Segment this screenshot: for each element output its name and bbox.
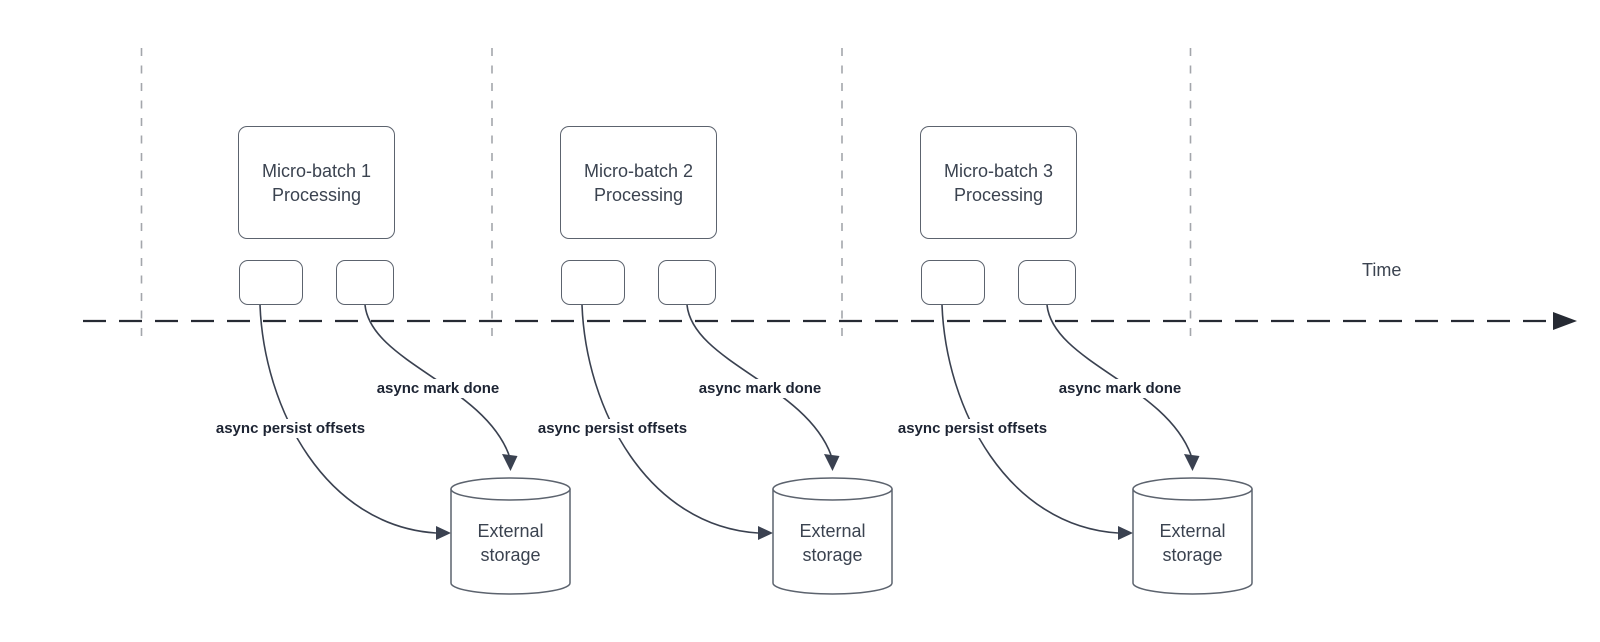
micro-batch-2-processing-box: Micro-batch 2 Processing (560, 126, 717, 239)
offset-commit-box (239, 260, 303, 305)
micro-batch-1-processing-box: Micro-batch 1 Processing (238, 126, 395, 239)
async-mark-done-label: async mark done (366, 379, 510, 398)
processing-box-title-line1: Micro-batch 1 (261, 160, 372, 181)
processing-box-title-line2: Processing (593, 184, 684, 205)
offset-commit-box (561, 260, 625, 305)
persist-offsets-arrowhead-icon (758, 526, 773, 540)
mark-done-arrowhead-icon (502, 454, 518, 471)
time-axis-label: Time (1362, 260, 1402, 280)
mark-done-box (1018, 260, 1076, 305)
micro-batch-3-connectors (941, 304, 1253, 595)
external-storage-label-line2: storage (480, 545, 541, 565)
async-mark-done-label: async mark done (688, 379, 832, 398)
persist-offsets-arrowhead-icon (436, 526, 451, 540)
external-storage-label-line1: External (1159, 521, 1226, 541)
persist-offsets-arrow (581, 304, 759, 534)
mark-done-arrowhead-icon (1184, 454, 1200, 471)
external-storage-cylinder (1132, 489, 1253, 595)
processing-box-title-line2: Processing (953, 184, 1044, 205)
persist-offsets-arrowhead-icon (1118, 526, 1133, 540)
external-storage-cylinder-top (1132, 477, 1253, 501)
mark-done-box (658, 260, 716, 305)
mark-done-arrowhead-icon (824, 454, 840, 471)
processing-box-title-line2: Processing (271, 184, 362, 205)
persist-offsets-arrow (941, 304, 1119, 534)
processing-box-title-line1: Micro-batch 3 (943, 160, 1054, 181)
micro-batch-3-processing-box: Micro-batch 3 Processing (920, 126, 1077, 239)
micro-batch-2-connectors (581, 304, 893, 595)
external-storage-cylinder (450, 489, 571, 595)
offset-commit-box (921, 260, 985, 305)
async-persist-offsets-label: async persist offsets (525, 419, 700, 438)
external-storage-label-line1: External (799, 521, 866, 541)
time-axis-arrowhead-icon (1553, 312, 1577, 330)
external-storage-cylinder-top (772, 477, 893, 501)
external-storage-label-line2: storage (1162, 545, 1223, 565)
async-mark-done-label: async mark done (1048, 379, 1192, 398)
async-persist-offsets-label: async persist offsets (203, 419, 378, 438)
async-persist-offsets-label: async persist offsets (885, 419, 1060, 438)
external-storage-cylinder (772, 489, 893, 595)
persist-offsets-arrow (259, 304, 437, 534)
mark-done-arrow (686, 304, 832, 456)
processing-box-title-line1: Micro-batch 2 (583, 160, 694, 181)
external-storage-label-line2: storage (802, 545, 863, 565)
external-storage-label: External storage (1133, 519, 1252, 567)
micro-batch-1-connectors (259, 304, 571, 595)
external-storage-label: External storage (451, 519, 570, 567)
external-storage-label: External storage (773, 519, 892, 567)
external-storage-cylinder-top (450, 477, 571, 501)
external-storage-label-line1: External (477, 521, 544, 541)
mark-done-arrow (364, 304, 510, 456)
mark-done-arrow (1046, 304, 1192, 456)
mark-done-box (336, 260, 394, 305)
